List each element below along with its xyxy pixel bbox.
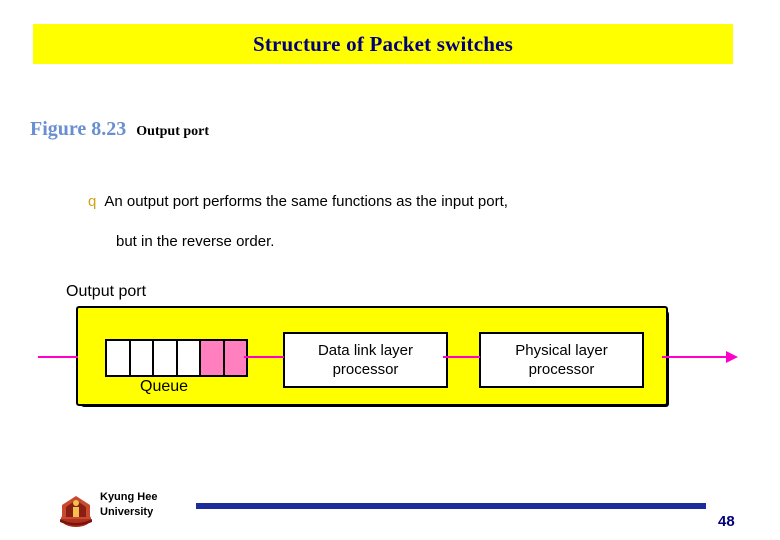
queue-cell-filled bbox=[224, 341, 246, 375]
queue-box bbox=[105, 339, 248, 377]
figure-caption: Figure 8.23 Output port bbox=[30, 118, 209, 141]
university-name-line-2: University bbox=[100, 506, 154, 518]
queue-cell bbox=[130, 341, 154, 375]
output-port-diagram: Output port bbox=[0, 275, 780, 435]
physical-layer-line-2: processor bbox=[528, 361, 595, 378]
university-logo-icon bbox=[56, 489, 96, 529]
arrow-right-icon bbox=[726, 351, 738, 363]
data-link-layer-processor-box: Data link layer processor bbox=[283, 332, 448, 388]
figure-label: Output port bbox=[136, 124, 210, 139]
queue-label: Queue bbox=[140, 378, 189, 395]
bullet-block: q An output port performs the same funct… bbox=[88, 191, 728, 250]
figure-number: Figure 8.23 bbox=[30, 118, 127, 140]
queue-cell-filled bbox=[201, 341, 225, 375]
queue-cell bbox=[177, 341, 201, 375]
footer-divider bbox=[196, 503, 706, 509]
bullet-marker-icon: q bbox=[88, 193, 97, 210]
link-line-queue-to-datalink bbox=[244, 356, 284, 358]
diagram-title: Output port bbox=[66, 283, 147, 300]
university-name: Kyung Hee University bbox=[100, 490, 157, 520]
data-link-layer-line-2: processor bbox=[332, 361, 399, 378]
data-link-layer-line-1: Data link layer bbox=[317, 342, 414, 359]
link-line-incoming bbox=[38, 356, 78, 358]
link-line-outgoing bbox=[662, 356, 728, 358]
page-title: Structure of Packet switches bbox=[252, 31, 514, 56]
slide-title-banner: Structure of Packet switches bbox=[33, 24, 733, 64]
physical-layer-processor-box: Physical layer processor bbox=[479, 332, 644, 388]
page-number: 48 bbox=[718, 513, 735, 530]
bullet-text-line-1: An output port performs the same functio… bbox=[104, 193, 508, 210]
queue-cell bbox=[154, 341, 178, 375]
physical-layer-line-1: Physical layer bbox=[515, 342, 608, 359]
university-name-line-1: Kyung Hee bbox=[100, 491, 158, 503]
bullet-text-line-2: but in the reverse order. bbox=[116, 233, 275, 250]
bullet-item: q An output port performs the same funct… bbox=[88, 191, 728, 213]
link-line-datalink-to-physical bbox=[443, 356, 480, 358]
queue-cell bbox=[107, 341, 131, 375]
